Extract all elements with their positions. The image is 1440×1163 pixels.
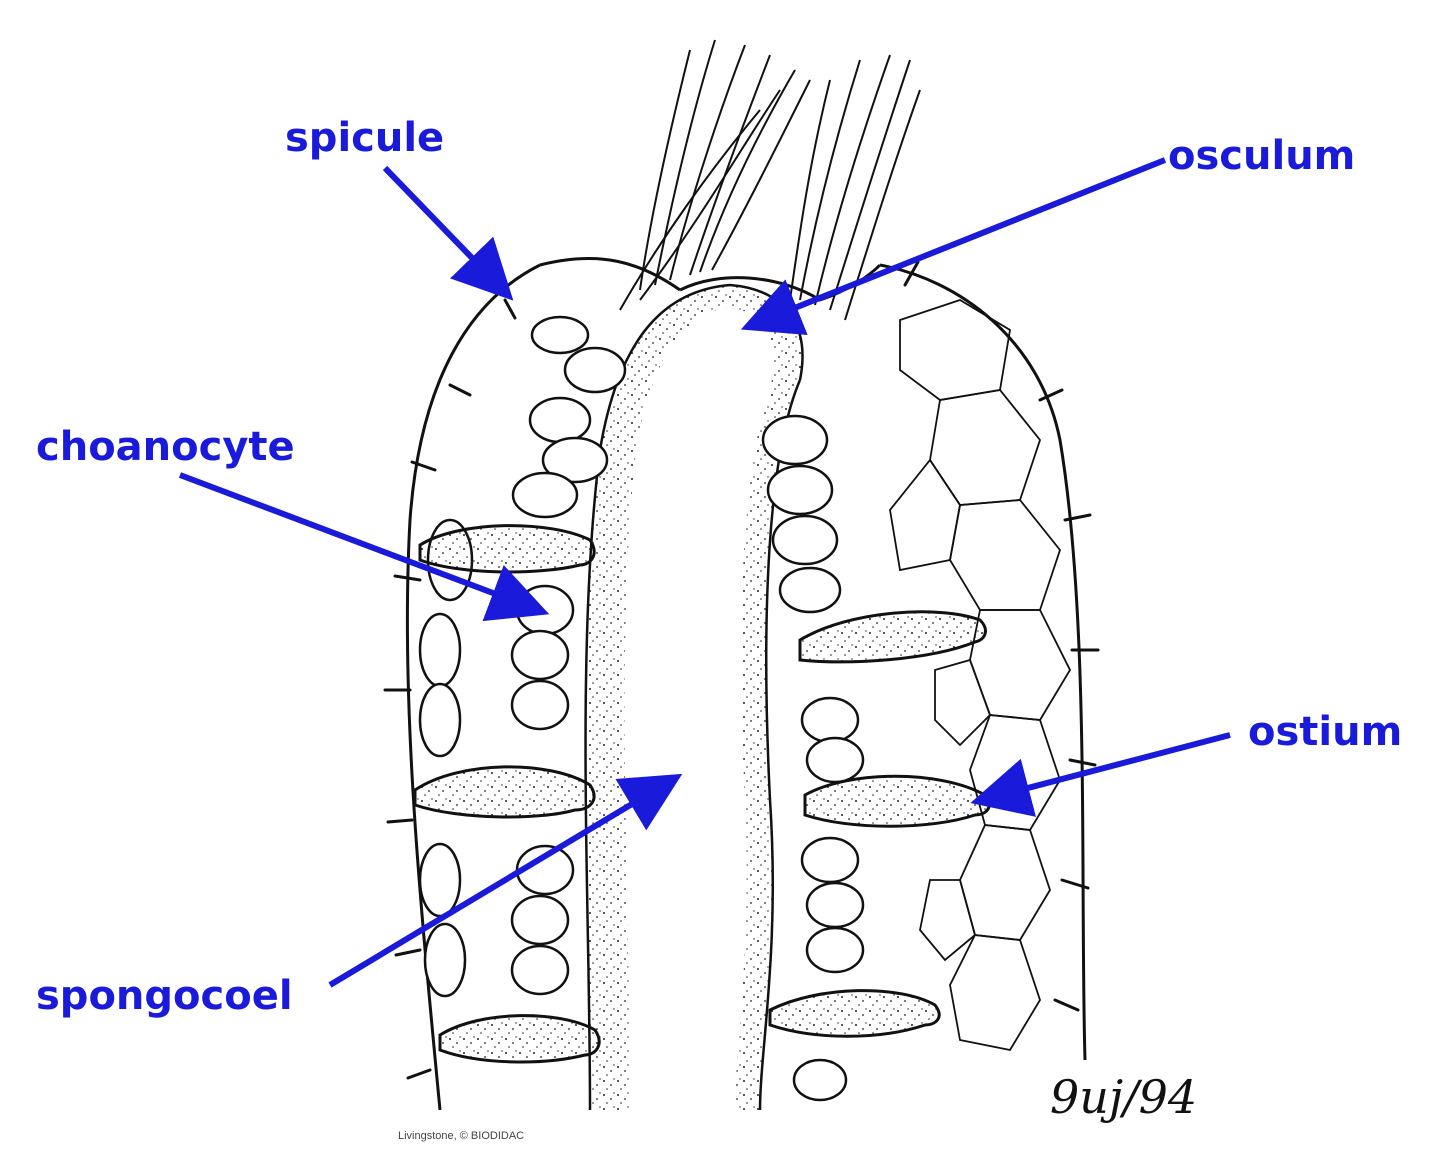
artist-signature: 9uj/94 bbox=[1050, 1070, 1198, 1124]
label-osculum: osculum bbox=[1168, 133, 1356, 179]
label-spongocoel: spongocoel bbox=[36, 973, 293, 1019]
arrow-spicule bbox=[382, 165, 514, 301]
arrow-osculum bbox=[740, 157, 1167, 336]
right-wall-cells bbox=[761, 414, 865, 1102]
pinacoderm-tiles bbox=[889, 299, 1072, 1052]
label-spicule: spicule bbox=[285, 115, 445, 161]
sponge-body bbox=[405, 257, 1087, 1111]
arrow-spongocoel bbox=[328, 773, 683, 988]
spongocoel-cavity bbox=[584, 283, 804, 1111]
spicules bbox=[383, 260, 1100, 1080]
label-ostium: ostium bbox=[1248, 709, 1403, 755]
label-choanocyte: choanocyte bbox=[36, 424, 295, 470]
label-arrows bbox=[178, 157, 1231, 988]
arrow-ostium bbox=[970, 732, 1231, 817]
arrow-choanocyte bbox=[178, 472, 550, 622]
image-credit: Livingstone, © BIODIDAC bbox=[398, 1130, 525, 1142]
left-canals bbox=[413, 524, 601, 1064]
osculum-tuft bbox=[619, 39, 921, 321]
right-canals bbox=[768, 610, 991, 1038]
